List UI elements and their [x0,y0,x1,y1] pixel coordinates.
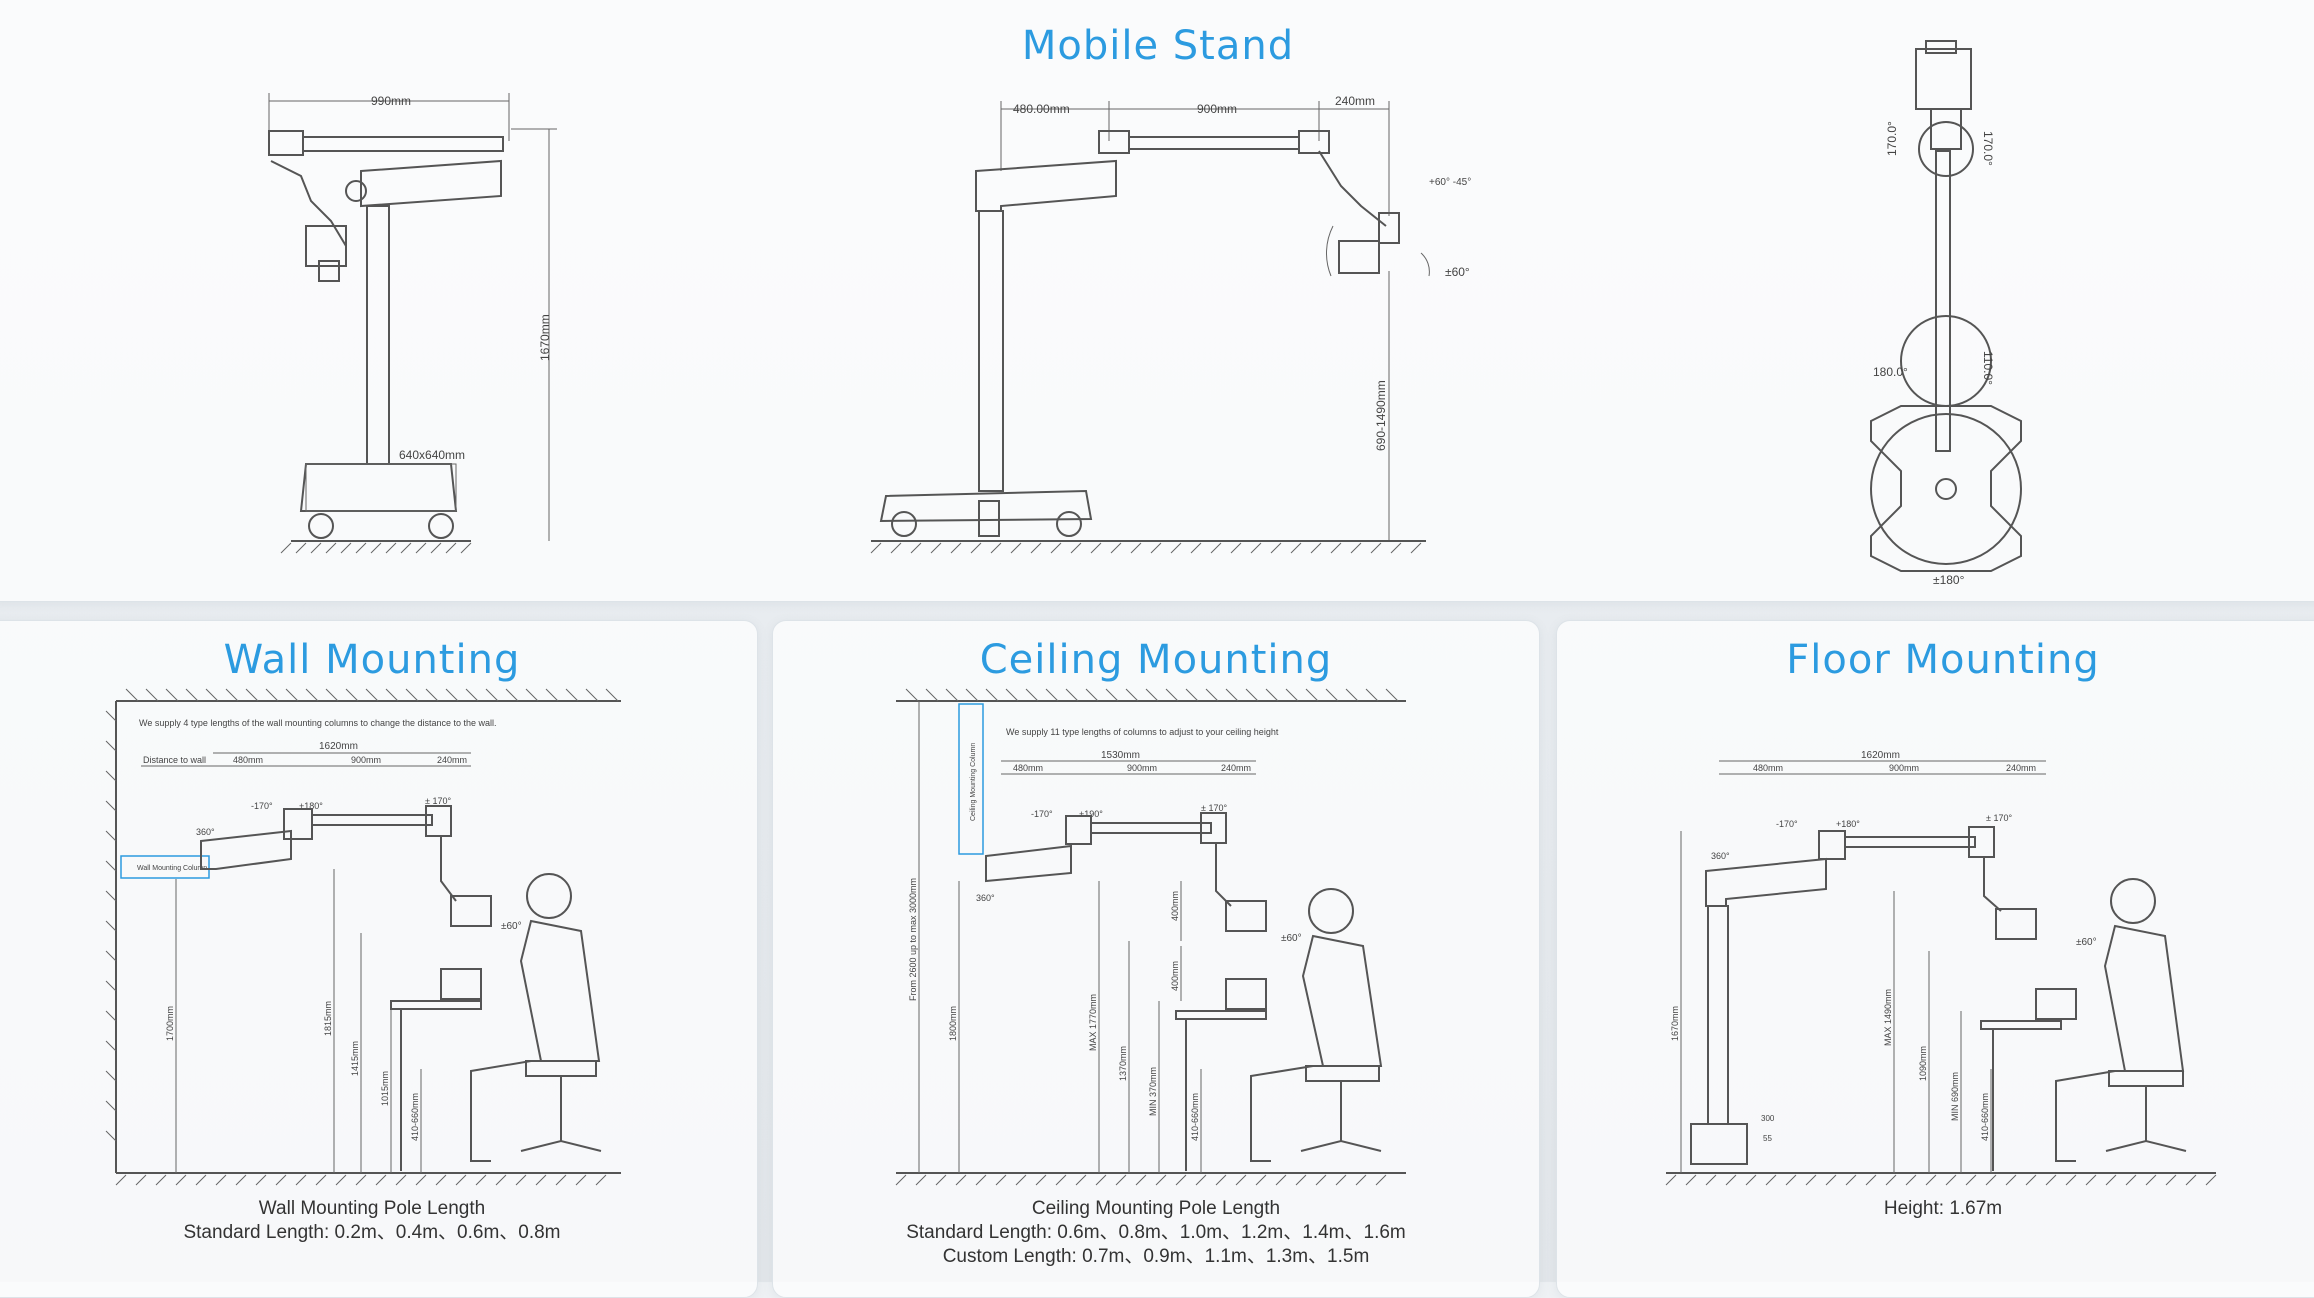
ceiling-column-label: Ceiling Mounting Column [970,743,977,821]
wall-h5: 410-660mm [410,1093,420,1141]
wall-caption-line1: Wall Mounting Pole Length [258,1198,486,1219]
floor-h3: 1090mm [1918,1046,1928,1081]
wall-caption: Wall Mounting Pole Length Standard Lengt… [0,1197,757,1245]
floor-caption: Height: 1.67m [1557,1197,2314,1221]
ceiling-h7: 400mm [1170,961,1180,991]
dim-tilt-label: +60° -45° [1429,177,1471,188]
ceiling-dim-d2: 900mm [1127,763,1157,773]
ceiling-dim-total: 1530mm [1101,750,1140,761]
wall-note: We supply 4 type lengths of the wall mou… [139,718,497,728]
mobile-stand-top-view: 170.0° 170.0° 180.0° 110.0° ±180° [1870,40,2022,587]
floor-base1: 300 [1761,1114,1775,1123]
floor-rot4: 360° [1711,851,1730,861]
floor-base2: 55 [1763,1134,1772,1143]
angle-4-label: 110.0° [1981,351,1995,385]
ceiling-mounting-panel: Ceiling Mounting We supply 11 type lengt… [772,620,1540,1298]
wall-dim-distance: Distance to wall [143,755,206,765]
angle-2-label: 170.0° [1981,131,1995,166]
floor-rot2: +180° [1836,819,1860,829]
floor-mounting-title: Floor Mounting [1786,637,2100,683]
floor-rot1: -170° [1776,819,1798,829]
wall-h3: 1700mm [165,1006,175,1041]
floor-dim-d2: 900mm [1889,763,1919,773]
wall-dim-d1: 480mm [233,755,263,765]
wall-mounting-title: Wall Mounting [223,637,521,683]
floor-tilt: ±60° [2076,937,2097,948]
wall-rot1: -170° [251,801,273,811]
ceiling-mounting-drawing: We supply 11 type lengths of columns to … [895,688,1406,1186]
wall-h1: 1815mm [323,1001,333,1036]
wall-mounting-panel: Wall Mounting We supply 4 type lengths o… [0,620,758,1298]
ceiling-h5: MIN 370mm [1148,1067,1158,1116]
ceiling-rot2: +190° [1079,809,1103,819]
mobile-stand-title: Mobile Stand [1021,23,1295,69]
floor-h4: MIN 690mm [1950,1072,1960,1121]
dim-rot-label: ±60° [1445,265,1470,279]
floor-mounting-drawing: 1620mm 480mm 900mm 240mm -170° +180° ± 1… [1665,750,2217,1186]
angle-3-label: 180.0° [1873,365,1908,379]
wall-mounting-drawing: We supply 4 type lengths of the wall mou… [105,688,621,1186]
ceiling-h2: 1800mm [948,1006,958,1041]
wall-tilt: ±60° [501,921,522,932]
ceiling-caption-line1: Ceiling Mounting Pole Length [1031,1198,1281,1219]
ceiling-tilt: ±60° [1281,933,1302,944]
mobile-stand-side-view: 990mm 1670mm 640x640mm [268,93,557,554]
wall-h4: 1015mm [380,1071,390,1106]
dim-height-label: 1670mm [538,314,552,361]
ceiling-rot1: -170° [1031,809,1053,819]
floor-h1: 1670mm [1670,1006,1680,1041]
ceiling-h1: From 2600 up to max 3000mm [908,878,918,1001]
mobile-stand-panel: Mobile Stand 990mm 1670mm [0,0,2314,602]
floor-rot3: ± 170° [1986,813,2012,823]
ceiling-mounting-title: Ceiling Mounting [979,637,1333,683]
ceiling-dim-d3: 240mm [1221,763,1251,773]
dim-height-range-label: 690-1490mm [1374,380,1388,451]
wall-dim-total: 1620mm [319,741,358,752]
wall-dim-d3: 240mm [437,755,467,765]
ceiling-caption-line3: Custom Length: 0.7m、0.9m、1.1m、1.3m、1.5m [942,1246,1370,1267]
ceiling-dim-d1: 480mm [1013,763,1043,773]
floor-dim-d3: 240mm [2006,763,2036,773]
dim-d3-label: 240mm [1335,94,1375,108]
ceiling-h4: 1370mm [1118,1046,1128,1081]
dim-d1-label: 480.00mm [1013,102,1070,116]
wall-rot3: ± 170° [425,796,451,806]
floor-h2: MAX 1490mm [1883,989,1893,1046]
angle-5-label: ±180° [1933,573,1965,587]
floor-h5: 410-660mm [1980,1093,1990,1141]
dim-d2-label: 900mm [1197,102,1237,116]
wall-dim-d2: 900mm [351,755,381,765]
floor-dim-total: 1620mm [1861,750,1900,761]
ceiling-caption-line2: Standard Length: 0.6m、0.8m、1.0m、1.2m、1.4… [906,1222,1406,1243]
wall-h2: 1415mm [350,1041,360,1076]
mobile-stand-drawings: 990mm 1670mm 640x640mm [268,40,2022,587]
ceiling-h8: 410-660mm [1190,1093,1200,1141]
ceiling-rot3: ± 170° [1201,803,1227,813]
ceiling-note: We supply 11 type lengths of columns to … [1006,727,1279,737]
mobile-stand-front-view: 480.00mm 900mm 240mm 690-1490mm +60° -45… [870,94,1471,554]
wall-rot2: +180° [299,801,323,811]
dim-base-label: 640x640mm [399,448,465,462]
wall-rot4: 360° [196,827,215,837]
floor-caption-line1: Height: 1.67m [1883,1198,2003,1219]
wall-caption-line2: Standard Length: 0.2m、0.4m、0.6m、0.8m [183,1222,561,1243]
ceiling-h6: 400mm [1170,891,1180,921]
ceiling-rot4: 360° [976,893,995,903]
floor-mounting-panel: Floor Mounting 1620mm 480mm 900mm 240mm … [1556,620,2314,1298]
wall-column-label: Wall Mounting Column [137,865,207,872]
ceiling-h3: MAX 1770mm [1088,994,1098,1051]
angle-1-label: 170.0° [1885,121,1899,156]
floor-dim-d1: 480mm [1753,763,1783,773]
ceiling-caption: Ceiling Mounting Pole Length Standard Le… [773,1197,1539,1269]
dim-width-label: 990mm [371,94,411,108]
